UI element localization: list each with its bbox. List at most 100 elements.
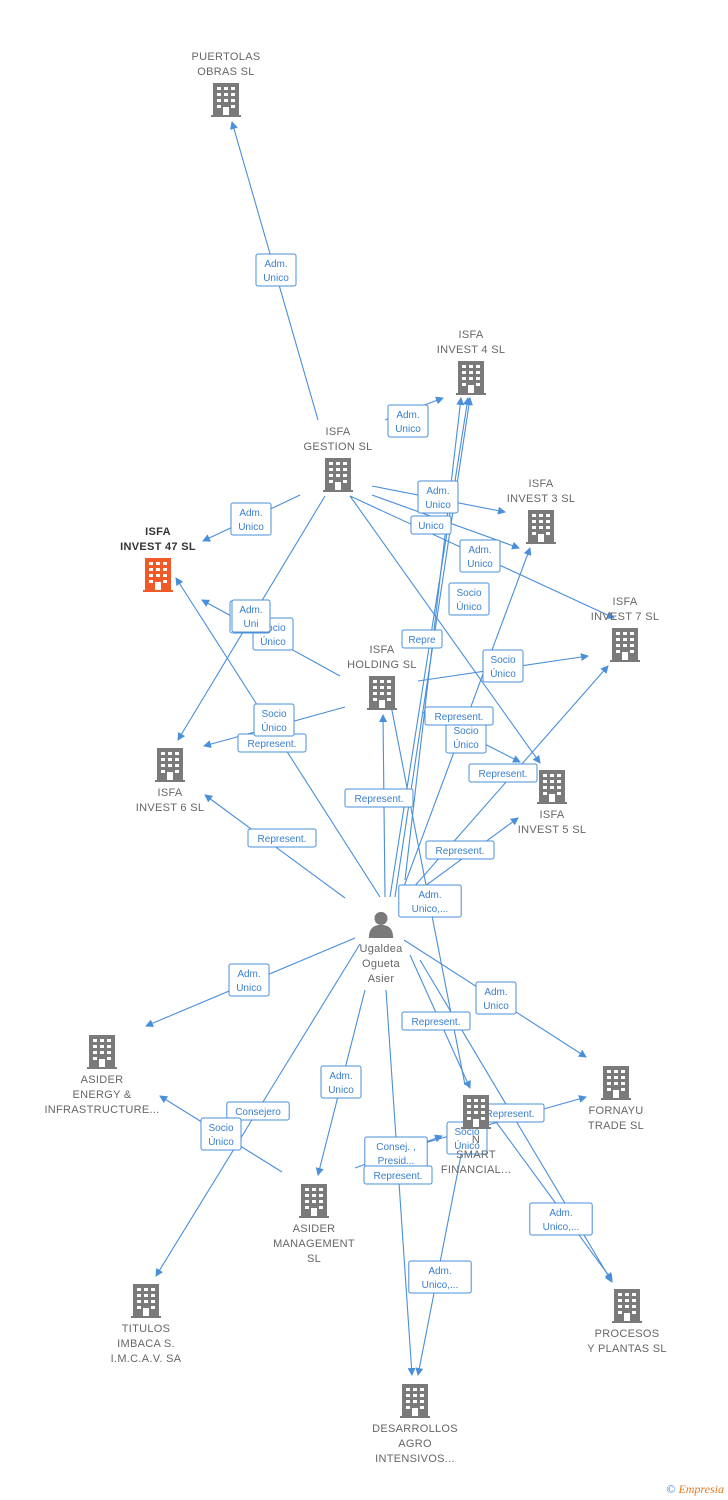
node-label-line: INVEST 4 SL: [437, 344, 506, 356]
edge-label-5[interactable]: Adm.Unico: [459, 539, 501, 573]
building-icon: [155, 748, 185, 782]
node-label-line: OBRAS SL: [197, 66, 254, 78]
node-label-line: PROCESOS: [595, 1328, 660, 1340]
node-fornayu[interactable]: FORNAYU TRADE SL: [588, 1066, 644, 1132]
edge-label-3[interactable]: Adm.Unico: [417, 480, 459, 514]
edge-label-24[interactable]: Adm.Unico: [320, 1065, 362, 1099]
edge-label-22[interactable]: Adm.Unico: [475, 981, 517, 1015]
node-smart-financial[interactable]: NSMARTFINANCIAL...: [441, 1095, 511, 1176]
node-label-line: ISFA: [528, 478, 553, 490]
edge-label-text: Único: [260, 635, 286, 648]
building-icon: [400, 1384, 430, 1418]
edge-label-16[interactable]: Represent.: [344, 788, 414, 808]
edge-label-2[interactable]: Adm. Unico: [230, 502, 272, 536]
edge-label-text: Unico,...: [422, 1280, 459, 1291]
edge-label-box: [230, 502, 272, 536]
edge-label-text: Socio: [490, 655, 515, 666]
node-procesos[interactable]: PROCESOS Y PLANTAS SL: [587, 1289, 667, 1355]
edge-label-17[interactable]: Represent.: [247, 828, 317, 848]
node-label-line: Y PLANTAS SL: [587, 1343, 667, 1355]
edge-label-box: [459, 539, 501, 573]
edge-label-text: Único: [454, 1139, 480, 1152]
edge-label-text: Adm.: [264, 259, 287, 270]
edge-label-text: Represent.: [479, 769, 528, 780]
edge-label-box: [231, 599, 271, 633]
edge-label-box: [482, 649, 524, 683]
edge-label-8[interactable]: Adm.Uni: [231, 599, 271, 633]
node-label-line: ISFA: [539, 809, 564, 821]
edge-label-text: Adm.: [239, 508, 262, 519]
edge-label-20[interactable]: Adm.Unico,...: [398, 884, 462, 918]
edge-label-box: [344, 788, 414, 808]
node-label-line: INVEST 5 SL: [518, 824, 587, 836]
edge-labels-layer: Adm.UnicoAdm.UnicoAdm.UnicoAdm.UnicoUnic…: [200, 253, 593, 1294]
node-desarrollos[interactable]: DESARROLLOSAGROINTENSIVOS...: [372, 1384, 458, 1465]
edge-label-1[interactable]: Adm.Unico: [387, 404, 429, 438]
node-label-line: INVEST 7 SL: [591, 611, 660, 623]
edge-label-text: Adm.: [549, 1208, 572, 1219]
node-label-line: TITULOS: [122, 1323, 171, 1335]
edge-label-23[interactable]: Represent.: [401, 1011, 471, 1031]
edge-label-text: Represent.: [248, 739, 297, 750]
edge-label-box: [363, 1165, 433, 1185]
edge-label-0[interactable]: Adm.Unico: [255, 253, 297, 287]
edge-label-text: Represent.: [374, 1171, 423, 1182]
node-label-line: SMART: [456, 1149, 496, 1161]
edge-label-box: [228, 963, 270, 997]
node-label-line: ENERGY &: [72, 1089, 131, 1101]
building-icon: [612, 1289, 642, 1323]
edge-label-29[interactable]: Consej. ,Presid...: [364, 1136, 428, 1170]
edge-label-text: Unico: [236, 983, 262, 994]
node-label-line: ISFA: [458, 329, 483, 341]
edge-label-text: Unico: [238, 522, 264, 533]
edge-label-32[interactable]: Adm.Unico,...: [529, 1202, 593, 1236]
edge-label-10[interactable]: Repre: [401, 629, 443, 649]
edge-label-text: Unico: [418, 521, 444, 532]
edge-label-19[interactable]: Represent.: [425, 840, 495, 860]
node-label-line: AGRO: [398, 1438, 432, 1450]
building-icon: [456, 361, 486, 395]
node-label-line: FINANCIAL...: [441, 1164, 511, 1176]
edge-label-text: Adm.: [237, 969, 260, 980]
brand-logo[interactable]: Empresia: [678, 1482, 724, 1496]
edge-label-18[interactable]: Represent.: [468, 763, 538, 783]
node-label-line: HOLDING SL: [347, 659, 417, 671]
edge-label-13[interactable]: Represent.: [424, 706, 494, 726]
edge-label-31[interactable]: Adm. Unico,...: [408, 1260, 472, 1294]
edge-label-4[interactable]: Unico: [410, 515, 452, 535]
edge-label-text: Adm.: [428, 1266, 451, 1277]
edge-label-text: Socio: [456, 588, 481, 599]
node-label-line: Asier: [368, 973, 395, 985]
node-label-line: TRADE SL: [588, 1120, 644, 1132]
node-isfa-invest4[interactable]: ISFA INVEST 4 SL: [437, 329, 506, 395]
edge-label-25[interactable]: Consejero: [226, 1101, 290, 1121]
edge-label-30[interactable]: Represent.: [363, 1165, 433, 1185]
node-isfa-invest5[interactable]: ISFA INVEST 5 SL: [518, 770, 587, 836]
edge-label-box: [424, 706, 494, 726]
edge-label-text: Represent.: [355, 794, 404, 805]
edge-label-14[interactable]: Represent.: [237, 733, 307, 753]
edge-line-33: [479, 1099, 613, 1281]
node-label-line: INVEST 6 SL: [136, 802, 205, 814]
edge-label-text: Único: [453, 738, 479, 751]
edge-label-21[interactable]: Adm. Unico: [228, 963, 270, 997]
edge-label-box: [410, 515, 452, 535]
node-label-line: FORNAYU: [588, 1105, 643, 1117]
